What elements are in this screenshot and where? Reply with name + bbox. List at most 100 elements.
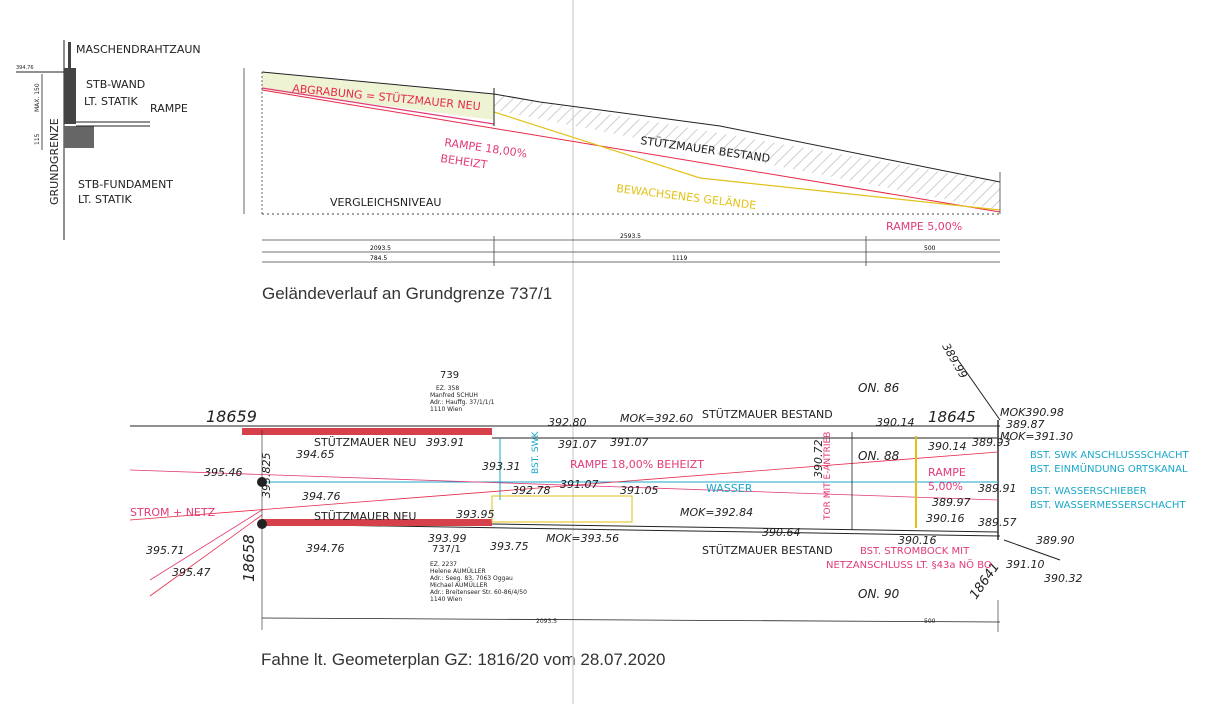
mok-mid: MOK=392.84 xyxy=(680,506,753,519)
detail-fence-label: MASCHENDRAHTZAUN xyxy=(76,43,201,56)
elev-39107c: 391.07 xyxy=(560,478,599,491)
detail-foundation-static: LT. STATIK xyxy=(78,193,133,206)
elev-39571: 395.71 xyxy=(146,544,185,557)
elev-39465: 394.65 xyxy=(296,448,335,461)
wall-detail: MASCHENDRAHTZAUN STB-WAND LT. STATIK RAM… xyxy=(16,40,201,240)
parcel-739: 739 xyxy=(440,370,459,381)
addr-739: Adr.: Hauffg. 37/1/1/1 xyxy=(430,399,495,406)
reference-level-label: VERGLEICHSNIVEAU xyxy=(330,196,441,209)
wall-new-top: STÜTZMAUER NEU xyxy=(314,436,416,449)
on-88: ON. 88 xyxy=(858,449,900,463)
elev-39375: 393.75 xyxy=(490,540,529,553)
legend-messer: BST. WASSERMESSERSCHACHT xyxy=(1030,500,1186,511)
mok-right2: MOK=391.30 xyxy=(1000,430,1073,443)
existing-grade-label: BEWACHSENES GELÄNDE xyxy=(616,182,757,212)
ramp5-label: RAMPE xyxy=(928,466,966,479)
site-plan xyxy=(129,359,1061,632)
elev-38990: 389.90 xyxy=(1036,534,1075,547)
elev-39110: 391.10 xyxy=(1006,558,1045,571)
elev-39064: 390.64 xyxy=(762,526,801,539)
detail-level: 394.76 xyxy=(16,65,34,71)
legend-swk: BST. SWK ANSCHLUSSSCHACHT xyxy=(1030,450,1190,461)
elev-39014: 390.14 xyxy=(876,416,915,429)
wall-exist-top: STÜTZMAUER BESTAND xyxy=(702,408,833,421)
elev-39105: 391.05 xyxy=(620,484,659,497)
section-caption: Geländeverlauf an Grundgrenze 737/1 xyxy=(262,284,553,303)
point-18645: 18645 xyxy=(928,408,976,426)
on-90: ON. 90 xyxy=(858,587,900,601)
elev-39016: 390.16 xyxy=(926,512,965,525)
gate-label: TOR MIT E-ANTRIEB xyxy=(823,432,833,521)
elev-39547: 395.47 xyxy=(172,566,211,579)
addr-737a: Adr.: Seeg. 83, 7063 Oggau xyxy=(430,575,513,582)
ez-739: EZ. 358 xyxy=(436,385,459,392)
wall-exist-bottom: STÜTZMAUER BESTAND xyxy=(702,544,833,557)
on-86: ON. 86 xyxy=(858,381,900,395)
elev-39014b: 390.14 xyxy=(928,440,967,453)
ramp-heated: RAMPE 18,00% BEHEIZT xyxy=(570,458,704,471)
elev-39476b: 394.76 xyxy=(306,542,345,555)
detail-dim-max: MAX. 150 xyxy=(34,83,41,112)
owner-737b: Michael AUMÜLLER xyxy=(430,582,488,589)
mok-right1: MOK390.98 xyxy=(1000,406,1064,419)
legend-schieber: BST. WASSERSCHIEBER xyxy=(1030,486,1147,497)
elev-39032: 390.32 xyxy=(1044,572,1083,585)
elev-39107a: 391.07 xyxy=(558,438,597,451)
mok-bot: MOK=393.56 xyxy=(546,532,619,545)
elev-39278: 392.78 xyxy=(512,484,551,497)
power-box-label: BST. STROMBOCK MIT xyxy=(860,546,970,557)
elev-39476a: 394.76 xyxy=(302,490,341,503)
mok-top: MOK=392.60 xyxy=(620,412,693,425)
plan-dim-2: 500 xyxy=(924,618,936,625)
dim-a: 2093.5 xyxy=(370,245,391,252)
plan-caption: Fahne lt. Geometerplan GZ: 1816/20 vom 2… xyxy=(261,650,666,669)
dim-total: 2593.5 xyxy=(620,233,641,240)
addr-737b: Adr.: Breitenseer Str. 60-86/4/50 xyxy=(430,589,527,596)
ez-737: EZ. 2237 xyxy=(430,561,457,568)
ramp-5-label: RAMPE 5,00% xyxy=(886,220,962,233)
dim-b: 784.5 xyxy=(370,255,387,262)
elev-38991: 389.91 xyxy=(978,482,1017,495)
owner-737a: Helene AUMÜLLER xyxy=(430,568,486,575)
power-box-detail: NETZANSCHLUSS LT. §43a NÖ BO xyxy=(826,558,992,571)
city-737: 1140 Wien xyxy=(430,596,462,603)
terrain-section xyxy=(243,68,1001,266)
detail-boundary-label: GRUNDGRENZE xyxy=(48,118,61,205)
point-18659: 18659 xyxy=(206,407,257,426)
water-label: WASSER xyxy=(706,482,753,495)
detail-wall-label: STB-WAND xyxy=(86,78,145,91)
elev-38993: 389.93 xyxy=(972,436,1011,449)
dim-d: 500 xyxy=(924,245,936,252)
swk-label: BST. SWK xyxy=(531,431,541,474)
ramp5-pct: 5,00% xyxy=(928,480,963,493)
elev-38987: 389.87 xyxy=(1006,418,1045,431)
elev-39391: 393.91 xyxy=(426,436,465,449)
legend-ortskanal: BST. EINMÜNDUNG ORTSKANAL xyxy=(1030,462,1188,475)
dim-c: 1119 xyxy=(672,255,687,262)
parcel-737: 737/1 xyxy=(432,544,461,555)
elev-39072: 390.72 xyxy=(812,440,825,479)
plan-dim-1: 2093.5 xyxy=(536,618,557,625)
elev-39280: 392.80 xyxy=(548,416,587,429)
elev-393825: 393.825 xyxy=(260,453,273,499)
elev-38999: 389.99 xyxy=(939,341,970,381)
elev-39546: 395.46 xyxy=(204,466,243,479)
detail-foundation-label: STB-FUNDAMENT xyxy=(78,178,173,191)
elev-38997: 389.97 xyxy=(932,496,971,509)
wall-new-bottom: STÜTZMAUER NEU xyxy=(314,510,416,523)
detail-ramp-label: RAMPE xyxy=(150,102,188,115)
power-label: STROM + NETZ xyxy=(130,506,216,519)
point-18658: 18658 xyxy=(240,534,258,582)
elev-39331: 393.31 xyxy=(482,460,521,473)
detail-dim-115: 115 xyxy=(34,133,41,145)
elev-38957: 389.57 xyxy=(978,516,1017,529)
detail-wall-static: LT. STATIK xyxy=(84,95,139,108)
owner-739: Manfred SCHUH xyxy=(430,392,478,399)
elev-39399: 393.99 xyxy=(428,532,467,545)
city-739: 1110 Wien xyxy=(430,406,462,413)
elev-39395: 393.95 xyxy=(456,508,495,521)
elev-39016b: 390.16 xyxy=(898,534,937,547)
section-ramp-heated: BEHEIZT xyxy=(440,152,489,171)
elev-39107b: 391.07 xyxy=(610,436,649,449)
